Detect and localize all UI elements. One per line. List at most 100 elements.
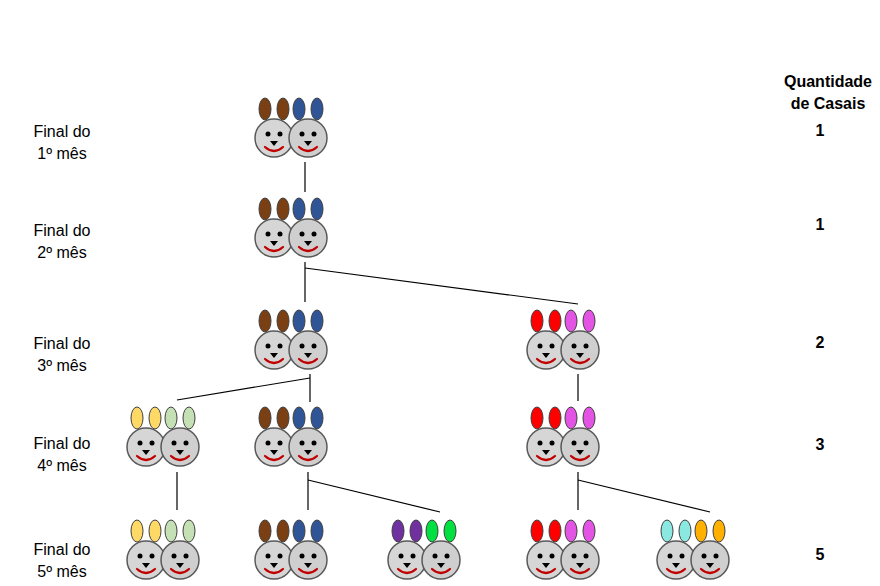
rabbit-ear	[549, 520, 561, 542]
rabbit-ear	[293, 198, 305, 220]
rabbit-face	[127, 428, 165, 466]
rabbit-face	[255, 541, 293, 579]
rabbit-face	[255, 119, 293, 157]
rabbit-ear	[311, 407, 323, 429]
rabbit-face	[691, 541, 729, 579]
rabbit-eye	[538, 344, 543, 349]
pair-count: 2	[816, 332, 825, 354]
rabbit-nose	[270, 241, 278, 246]
rabbit-ear	[131, 520, 143, 542]
rabbit-eye	[572, 441, 577, 446]
pair-count: 3	[816, 434, 825, 456]
rabbit-eye	[172, 441, 177, 446]
rabbit-icon	[527, 310, 565, 369]
rabbit-mouth	[137, 569, 155, 573]
rabbit-icon	[289, 310, 327, 369]
rabbit-eye	[312, 554, 317, 559]
rabbit-eye	[278, 441, 283, 446]
rabbit-face	[255, 331, 293, 369]
rabbit-ear	[565, 310, 577, 332]
rabbit-ear	[277, 310, 289, 332]
rabbit-eye	[538, 554, 543, 559]
rabbit-mouth	[571, 569, 589, 573]
tree-line	[176, 472, 177, 510]
rabbit-icon	[388, 520, 426, 579]
rabbit-eye	[668, 554, 673, 559]
rabbit-mouth	[299, 456, 317, 460]
rabbit-nose	[304, 563, 312, 568]
rabbit-ear	[293, 407, 305, 429]
month-label: Final do 1º mês	[28, 121, 96, 165]
rabbit-face	[289, 331, 327, 369]
rabbit-eye	[312, 441, 317, 446]
rabbit-ear	[277, 198, 289, 220]
rabbit-icon	[289, 198, 327, 257]
rabbit-ear	[713, 520, 725, 542]
rabbit-face	[127, 541, 165, 579]
tree-line	[308, 480, 440, 512]
rabbit-ear	[444, 520, 456, 542]
month-label: Final do 4º mês	[28, 433, 96, 477]
rabbit-eye	[433, 554, 438, 559]
rabbit-eye	[184, 441, 189, 446]
rabbit-mouth	[171, 569, 189, 573]
rabbit-mouth	[537, 359, 555, 363]
rabbit-eye	[172, 554, 177, 559]
rabbit-nose	[142, 563, 150, 568]
rabbit-ear	[565, 407, 577, 429]
rabbit-mouth	[667, 569, 685, 573]
rabbit-face	[289, 541, 327, 579]
rabbit-face	[289, 219, 327, 257]
pair-count: 1	[816, 214, 825, 236]
rabbit-eye	[300, 344, 305, 349]
rabbit-eye	[312, 344, 317, 349]
rabbit-icon	[561, 520, 599, 579]
rabbit-ear	[531, 407, 543, 429]
rabbit-nose	[576, 450, 584, 455]
rabbit-eye	[278, 344, 283, 349]
rabbit-ear	[311, 198, 323, 220]
rabbit-nose	[542, 450, 550, 455]
rabbit-ear	[165, 407, 177, 429]
rabbit-face	[289, 428, 327, 466]
rabbit-eye	[411, 554, 416, 559]
rabbit-ear	[277, 407, 289, 429]
tree-line	[577, 374, 578, 401]
rabbit-mouth	[265, 359, 283, 363]
rabbit-eye	[550, 344, 555, 349]
rabbit-mouth	[299, 147, 317, 151]
rabbit-ear	[583, 520, 595, 542]
rabbit-mouth	[265, 569, 283, 573]
rabbit-icon	[561, 407, 599, 466]
rabbit-eye	[584, 554, 589, 559]
rabbit-face	[561, 331, 599, 369]
rabbit-icon	[527, 520, 565, 579]
rabbit-icon	[161, 407, 199, 466]
rabbit-face	[161, 541, 199, 579]
rabbit-face	[422, 541, 460, 579]
rabbit-eye	[266, 441, 271, 446]
rabbit-eye	[278, 232, 283, 237]
rabbit-mouth	[265, 456, 283, 460]
tree-line	[578, 480, 710, 512]
rabbit-face	[161, 428, 199, 466]
rabbit-mouth	[299, 569, 317, 573]
rabbit-nose	[542, 563, 550, 568]
rabbit-nose	[437, 563, 445, 568]
rabbit-ear	[165, 520, 177, 542]
rabbit-ear	[311, 520, 323, 542]
rabbit-ear	[531, 310, 543, 332]
rabbit-eye	[138, 441, 143, 446]
rabbit-mouth	[265, 147, 283, 151]
rabbit-eye	[572, 554, 577, 559]
rabbit-eye	[445, 554, 450, 559]
rabbit-face	[527, 428, 565, 466]
rabbit-icon	[255, 520, 293, 579]
rabbit-ear	[531, 520, 543, 542]
rabbit-eye	[278, 554, 283, 559]
month-label: Final do 3º mês	[28, 333, 96, 377]
rabbit-mouth	[571, 359, 589, 363]
rabbit-ear	[149, 407, 161, 429]
rabbit-eye	[399, 554, 404, 559]
